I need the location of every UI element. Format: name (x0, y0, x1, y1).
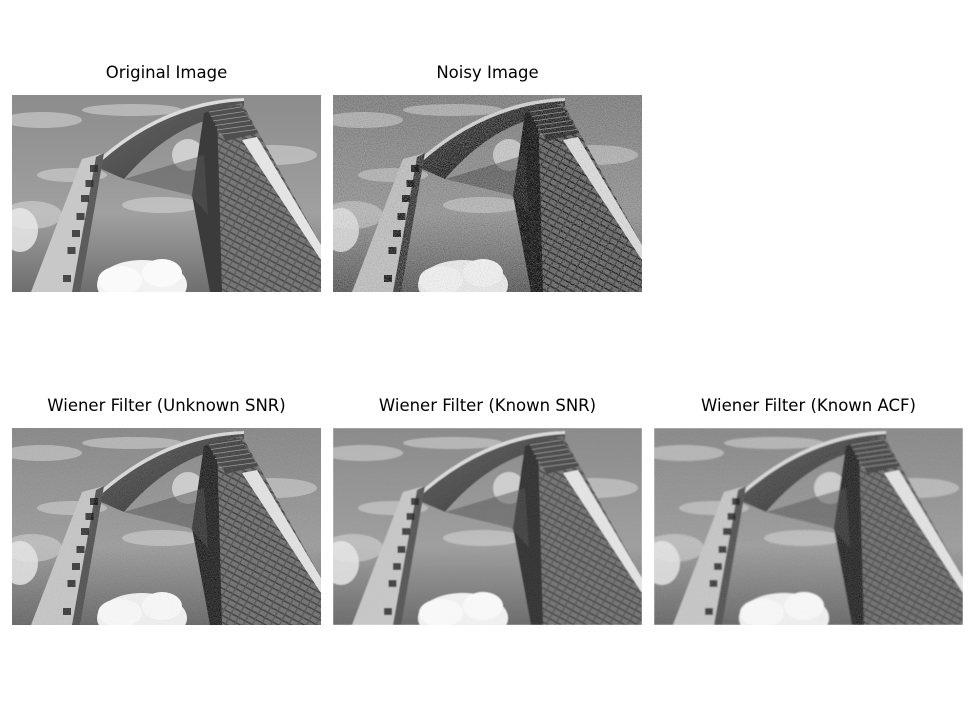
panel-title: Wiener Filter (Known ACF) (701, 396, 916, 415)
wiener-known-acf-image (654, 428, 963, 625)
wiener-known-snr-image (333, 428, 642, 625)
panel-original-image: Original Image (12, 62, 321, 292)
panel-title: Noisy Image (436, 63, 539, 82)
panel-title: Original Image (105, 63, 228, 82)
panel-wiener-known-snr: Wiener Filter (Known SNR) (333, 395, 642, 625)
original-image (12, 95, 321, 292)
wiener-unknown-snr-image (12, 428, 321, 625)
panel-noisy-image: Noisy Image (333, 62, 642, 292)
panel-wiener-unknown-snr: Wiener Filter (Unknown SNR) (12, 395, 321, 625)
noisy-image (333, 95, 642, 292)
panel-wiener-known-acf: Wiener Filter (Known ACF) (654, 395, 963, 625)
panel-title: Wiener Filter (Unknown SNR) (47, 396, 286, 415)
panel-title: Wiener Filter (Known SNR) (378, 396, 597, 415)
